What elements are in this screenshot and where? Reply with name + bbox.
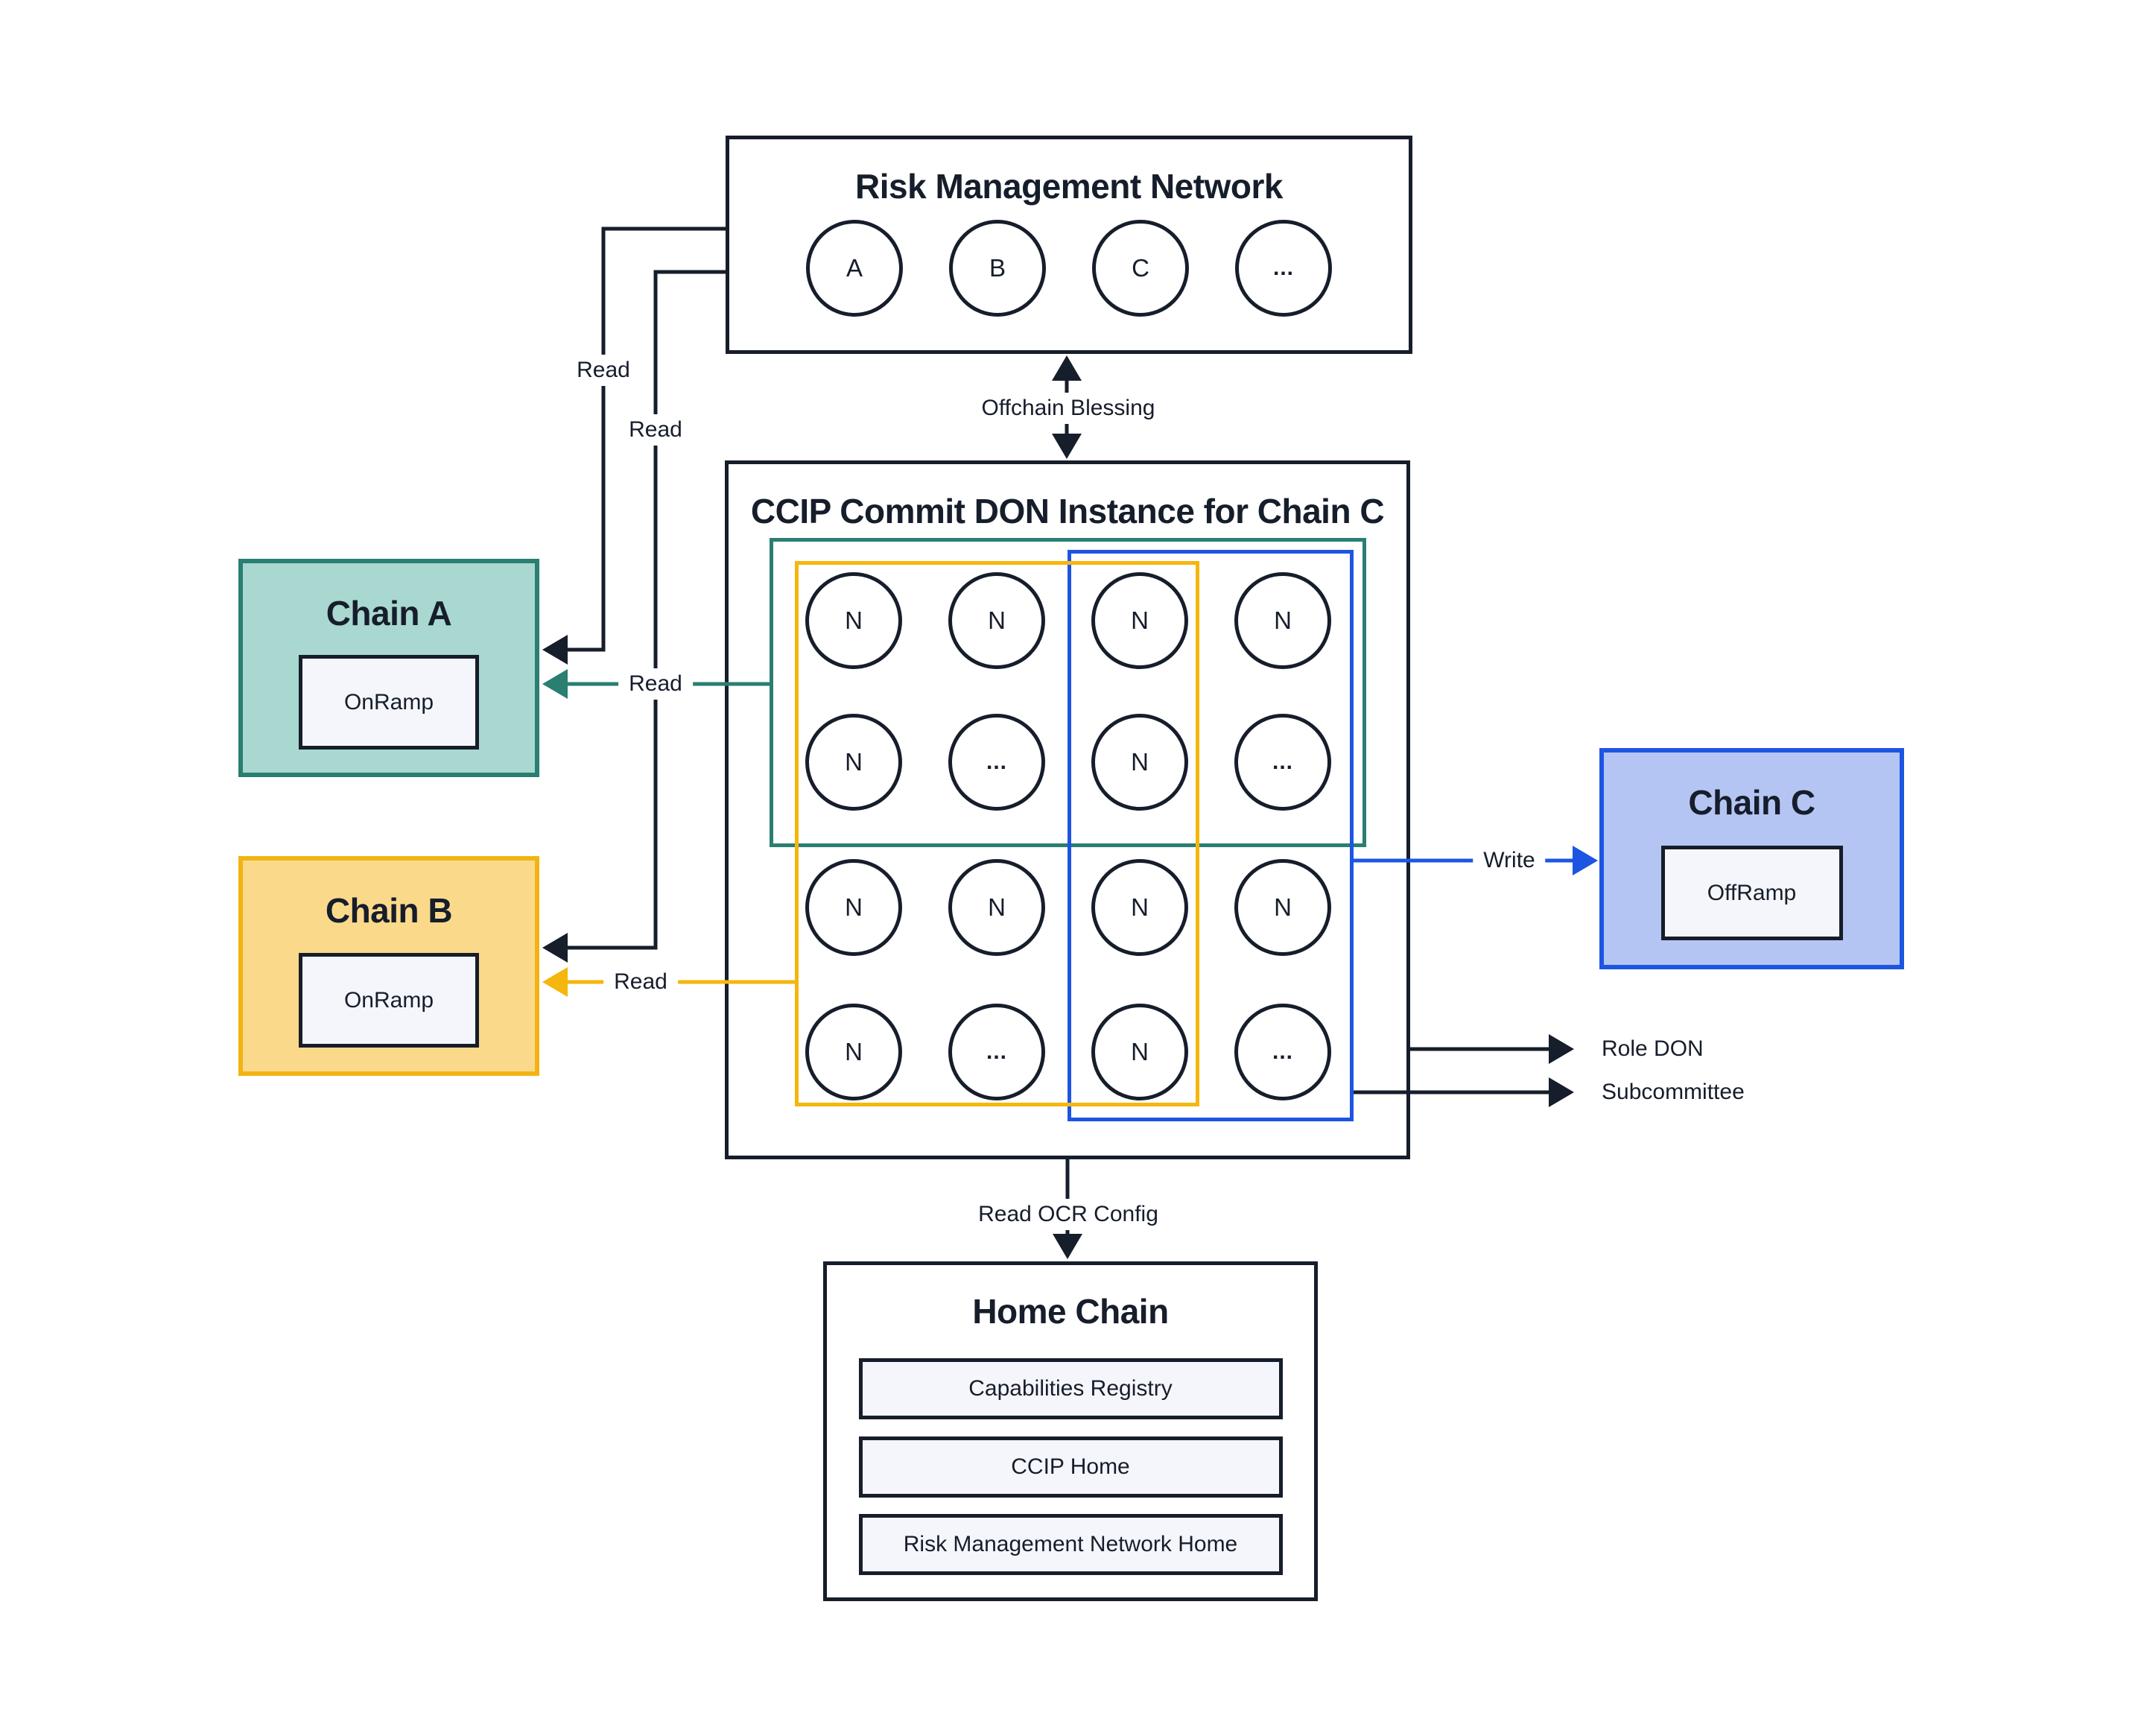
- chain-a-box: Chain A OnRamp: [238, 559, 539, 777]
- home-chain-title: Home Chain: [972, 1292, 1169, 1331]
- don-node-r3c4: N: [1234, 859, 1331, 956]
- don-node-r4c3: N: [1091, 1004, 1188, 1100]
- don-node-r3c1: N: [805, 859, 902, 956]
- don-node-r2c1: N: [805, 714, 902, 811]
- risk-management-network-title: Risk Management Network: [855, 167, 1283, 206]
- label-subcommittee: Subcommittee: [1602, 1080, 1745, 1104]
- arrowhead-read-ocr: [1053, 1234, 1082, 1259]
- chain-b-box: Chain B OnRamp: [238, 856, 539, 1076]
- label-read-rmn-chain-b: Read: [618, 414, 693, 446]
- don-node-r2c4: ...: [1234, 714, 1331, 811]
- label-offchain-blessing: Offchain Blessing: [971, 393, 1166, 424]
- arrowhead-blessing-down: [1052, 434, 1082, 459]
- ccip-home-box: CCIP Home: [858, 1436, 1283, 1498]
- rmn-node-c: C: [1092, 220, 1189, 317]
- chain-b-title: Chain B: [325, 891, 453, 930]
- arrowhead-committee-to-chain-a: [542, 669, 568, 699]
- arrowhead-role-don: [1549, 1034, 1574, 1064]
- label-write: Write: [1473, 845, 1546, 876]
- don-node-r2c2: ...: [948, 714, 1045, 811]
- rmn-node-a: A: [806, 220, 903, 317]
- rmn-node-b: B: [949, 220, 1046, 317]
- arrowhead-subcommittee: [1549, 1077, 1574, 1107]
- don-node-r4c2: ...: [948, 1004, 1045, 1100]
- chain-c-title: Chain C: [1688, 783, 1815, 822]
- arrowhead-write: [1573, 846, 1598, 875]
- label-read-rmn-chain-a: Read: [566, 355, 641, 386]
- rmn-node-more: ...: [1235, 220, 1332, 317]
- chain-c-offramp-label: OffRamp: [1707, 880, 1797, 905]
- arrowhead-rmn-to-chain-b: [542, 933, 568, 963]
- chain-b-committee-rect: [795, 561, 1199, 1106]
- capabilities-registry-box: Capabilities Registry: [858, 1358, 1283, 1419]
- don-node-r4c1: N: [805, 1004, 902, 1100]
- chain-b-onramp-box: OnRamp: [299, 953, 479, 1048]
- don-node-r2c3: N: [1091, 714, 1188, 811]
- chain-c-offramp-box: OffRamp: [1660, 846, 1843, 940]
- chain-b-onramp-label: OnRamp: [343, 987, 434, 1013]
- ccip-commit-don-title: CCIP Commit DON Instance for Chain C: [750, 492, 1385, 530]
- rmn-home-box: Risk Management Network Home: [858, 1514, 1283, 1575]
- don-node-r1c4: N: [1234, 572, 1331, 669]
- home-chain-box: Home Chain Capabilities Registry CCIP Ho…: [823, 1261, 1318, 1601]
- subcommittee-rect: [1068, 550, 1354, 1121]
- chain-c-box: Chain C OffRamp: [1599, 748, 1904, 969]
- arrowhead-blessing-up: [1052, 355, 1082, 381]
- arrowhead-rmn-to-chain-a: [542, 635, 568, 665]
- ccip-home-label: CCIP Home: [1011, 1454, 1130, 1479]
- chain-a-onramp-label: OnRamp: [343, 689, 434, 715]
- don-node-r1c1: N: [805, 572, 902, 669]
- rmn-home-label: Risk Management Network Home: [903, 1532, 1238, 1556]
- don-node-r1c3: N: [1091, 572, 1188, 669]
- label-read-committee-chain-b: Read: [603, 966, 678, 998]
- arrow-rmn-to-chain-a: [542, 226, 726, 665]
- capabilities-registry-label: Capabilities Registry: [968, 1376, 1173, 1401]
- don-node-r3c3: N: [1091, 859, 1188, 956]
- don-node-r3c2: N: [948, 859, 1045, 956]
- label-read-ocr-config: Read OCR Config: [968, 1199, 1169, 1230]
- chain-a-onramp-box: OnRamp: [299, 655, 479, 750]
- risk-management-network-nodes: A B C ...: [729, 220, 1409, 317]
- arrowhead-committee-to-chain-b: [542, 967, 568, 997]
- don-node-r4c4: ...: [1234, 1004, 1331, 1100]
- don-node-r1c2: N: [948, 572, 1045, 669]
- label-read-committee-chain-a: Read: [618, 668, 693, 700]
- arrow-role-don: [1410, 1034, 1574, 1064]
- chain-a-title: Chain A: [326, 594, 452, 633]
- label-role-don: Role DON: [1602, 1036, 1704, 1061]
